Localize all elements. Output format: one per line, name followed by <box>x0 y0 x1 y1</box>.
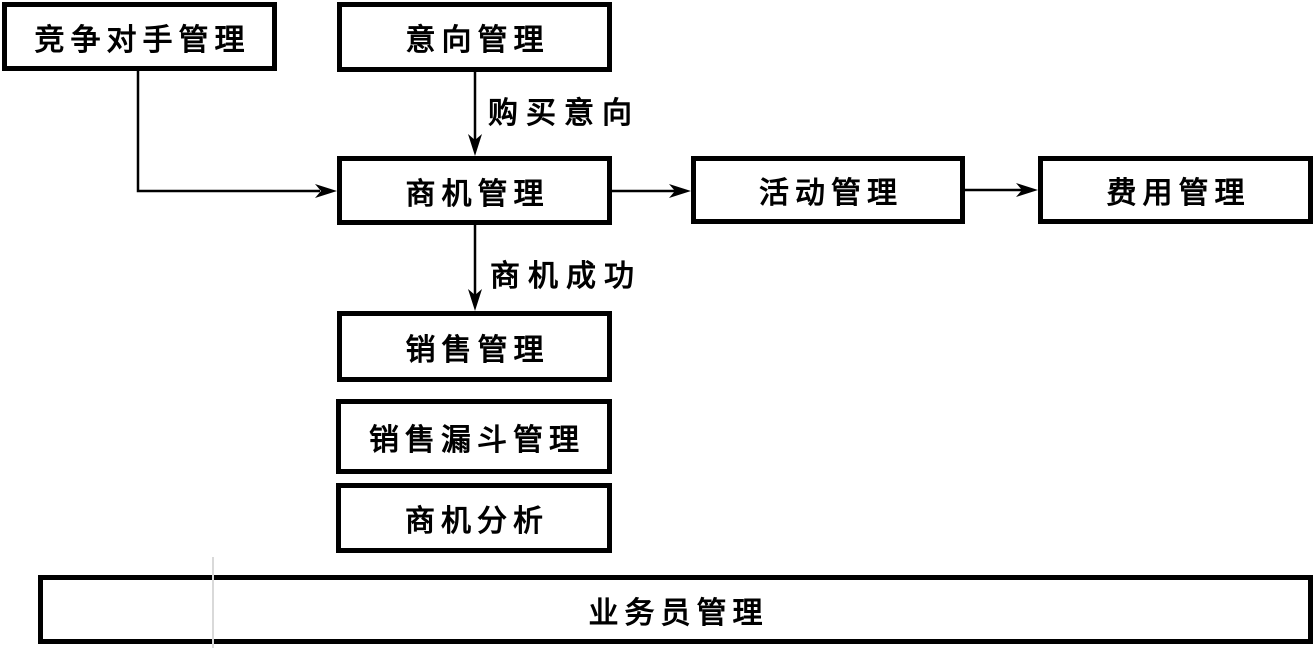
node-opportunity-management: 商机管理 <box>337 156 612 225</box>
arrowhead-down-into-opportunity <box>468 134 482 156</box>
node-expense-management: 费用管理 <box>1038 156 1313 224</box>
node-label-expense: 费用管理 <box>1106 177 1251 210</box>
arrowhead-right-into-opportunity <box>315 184 337 198</box>
node-label-funnel: 销售漏斗管理 <box>369 423 585 457</box>
node-label-salesperson: 业务员管理 <box>588 596 769 630</box>
node-label-competitor: 竞争对手管理 <box>34 23 251 57</box>
arrowhead-right-into-activity <box>669 184 691 198</box>
edge-label-purchase-intention: 购买意向 <box>488 97 640 130</box>
node-opportunity-analysis: 商机分析 <box>336 483 612 553</box>
arrowhead-down-into-sales <box>468 289 482 311</box>
node-sales-funnel-management: 销售漏斗管理 <box>336 399 612 474</box>
node-label-opportunity: 商机管理 <box>405 177 550 211</box>
node-competitor-management: 竞争对手管理 <box>2 2 277 71</box>
node-label-analysis: 商机分析 <box>405 505 549 538</box>
node-intention-management: 意向管理 <box>337 2 612 72</box>
node-label-intention: 意向管理 <box>405 24 550 57</box>
edge-label-opportunity-success: 商机成功 <box>490 260 642 293</box>
node-salesperson-management: 业务员管理 <box>38 575 1313 644</box>
node-label-activity: 活动管理 <box>759 177 903 210</box>
edge-competitor-to-opportunity <box>136 71 320 193</box>
node-sales-management: 销售管理 <box>337 311 612 382</box>
node-label-sales: 销售管理 <box>405 333 550 367</box>
scan-artifact-line <box>212 557 214 648</box>
arrowhead-right-into-expense <box>1016 183 1038 197</box>
node-activity-management: 活动管理 <box>691 156 965 224</box>
